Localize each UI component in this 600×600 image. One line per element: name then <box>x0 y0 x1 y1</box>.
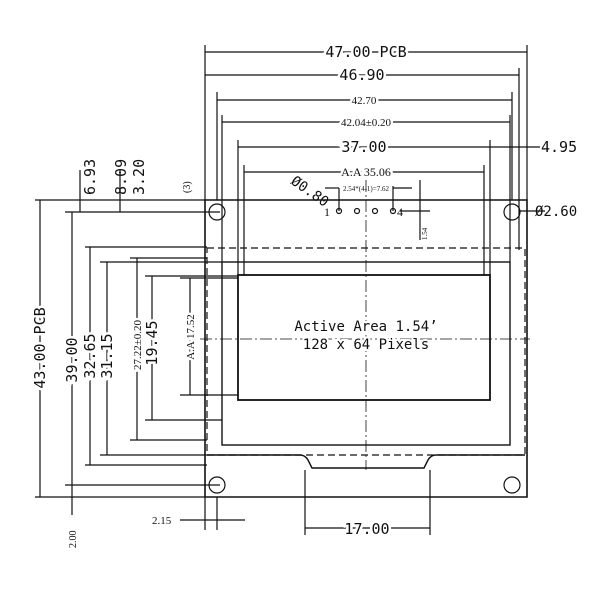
dim-32-65: 32.65 <box>81 333 99 378</box>
dim-4-95: 4.95 <box>541 138 577 156</box>
dim-27-22: 27.22±0.20 <box>132 319 144 370</box>
tab-notch <box>207 454 525 469</box>
dim-6-93: 6.93 <box>81 159 99 195</box>
dim-lines <box>39 51 545 535</box>
mount-hole-tr <box>503 203 521 221</box>
active-area-pixels: 128 x 64 Pixels <box>303 337 429 353</box>
dim-8-09: 8.09 <box>112 159 130 195</box>
dim-2-00: 2.00 <box>68 531 79 549</box>
dim-42-70: 42.70 <box>352 95 377 107</box>
active-area <box>237 274 491 401</box>
dim-31-15: 31.15 <box>98 333 116 378</box>
dim-37-00: 37.00 <box>341 138 386 156</box>
active-area-title: Active Area 1.54’ <box>294 319 437 335</box>
mount-hole-br <box>503 476 521 494</box>
dim-pcb-width: 47.00 PCB <box>325 43 406 61</box>
pin-label-4: 4 <box>397 205 403 219</box>
dim-42-04: 42.04±0.20 <box>341 117 392 129</box>
dim-1-54: 1.54 <box>421 227 429 240</box>
dim-39-00: 39.00 <box>63 337 81 382</box>
dim-46-90: 46.90 <box>339 66 384 84</box>
dim-tab-width: 17.00 <box>344 520 389 538</box>
dim-pcb-height: 43.00 PCB <box>31 307 49 388</box>
dim-pin-pitch: 2.54*(4-1)=7.62 <box>343 185 389 193</box>
dim-hole-dia: Ø2.60 <box>535 204 577 220</box>
pin-label-1: 1 <box>324 205 330 219</box>
dim-active-width: A.A 35.06 <box>341 165 391 179</box>
dim-active-height: A.A 17.52 <box>185 314 197 360</box>
pin-2 <box>353 207 361 215</box>
dim-3: (3) <box>182 181 193 193</box>
dim-2-15: 2.15 <box>152 515 172 527</box>
pin-3 <box>371 207 379 215</box>
dim-19-45: 19.45 <box>143 320 161 365</box>
dim-3-20: 3.20 <box>130 159 148 195</box>
